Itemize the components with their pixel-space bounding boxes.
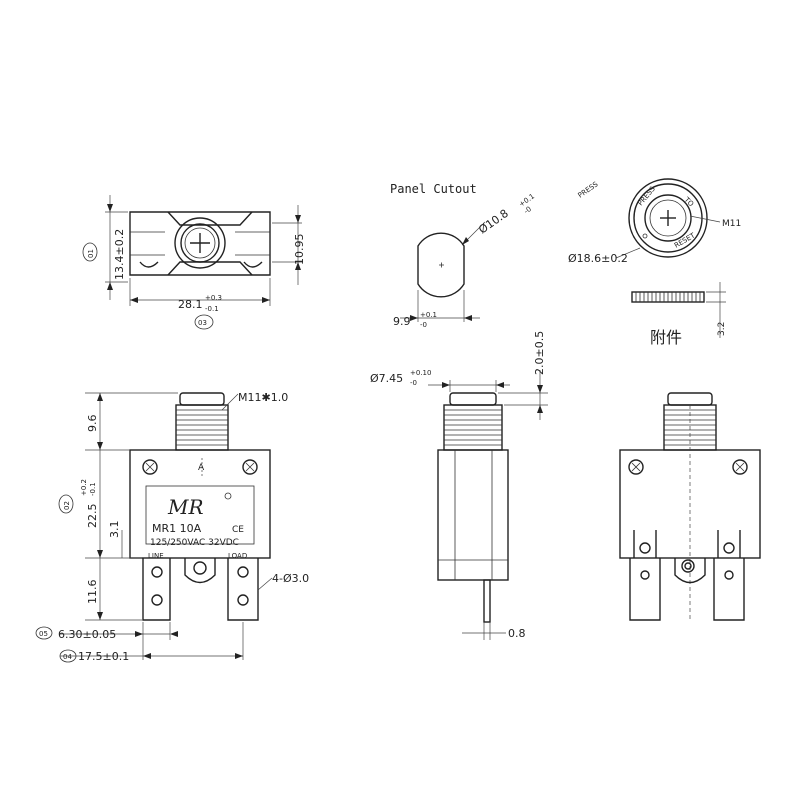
cutout-diameter-text: Ø10.8	[476, 207, 511, 237]
dim-terminal-text: 11.6	[86, 580, 99, 605]
panel-cutout-title: Panel Cutout	[390, 182, 477, 196]
svg-text:05: 05	[39, 630, 48, 638]
svg-text:-0: -0	[523, 205, 533, 216]
button-diameter-text: Ø7.45	[370, 372, 403, 385]
ce-mark: CE	[232, 525, 244, 535]
svg-text:01: 01	[87, 249, 95, 258]
svg-text:02: 02	[63, 501, 71, 510]
svg-text:+0.3: +0.3	[205, 294, 222, 302]
nut-thickness-text: 3.2	[717, 322, 727, 336]
svg-text:TO: TO	[682, 195, 696, 209]
press-label: PRESS	[577, 180, 600, 200]
dim-terminal-width-text: 6.30±0.05	[58, 628, 116, 641]
nut-diameter-text: Ø18.6±0.2	[568, 252, 628, 265]
svg-text:+0.2: +0.2	[80, 479, 88, 496]
svg-text:PRESS: PRESS	[636, 185, 657, 208]
svg-text:-0.1: -0.1	[89, 482, 97, 496]
side-view: Ø7.45 +0.10 -0 2.0±0.5 0.8	[370, 331, 548, 640]
dim-mid-text: 3.1	[108, 521, 121, 539]
marker-01: 01	[82, 242, 98, 262]
dim-height-main-text: 22.5	[86, 504, 99, 529]
panel-cutout: Panel Cutout Ø10.8 +0.1 -0 9.9 +0.1 -0	[390, 182, 536, 329]
nut-thread-text: M11	[722, 219, 741, 229]
svg-text:+0.1: +0.1	[420, 311, 437, 319]
accessory: PRESS PRESS TO RESET M11 Ø18.6±0.2 3.2 附…	[568, 178, 741, 347]
dim-top-text: 9.6	[86, 415, 99, 433]
button-travel-text: 2.0±0.5	[533, 331, 546, 375]
dim-height-text: 13.4±0.2	[113, 229, 126, 280]
marker-04: 04	[59, 649, 77, 663]
marker-05: 05	[35, 626, 53, 640]
line-label: LINE	[148, 552, 164, 560]
terminal-thickness-text: 0.8	[508, 627, 526, 640]
dim-body-text: 10.95	[293, 234, 306, 266]
thread-label: M11✱1.0	[238, 391, 288, 404]
svg-text:03: 03	[198, 319, 207, 327]
model-text: MR1 10A	[152, 522, 202, 535]
marker-02: 02	[58, 494, 74, 514]
dim-width-text: 28.1	[178, 298, 203, 311]
dim-pitch-text: 17.5±0.1	[78, 650, 129, 663]
load-label: LOAD	[228, 552, 247, 560]
svg-text:+0.10: +0.10	[410, 369, 431, 377]
accessory-caption: 附件	[650, 328, 682, 347]
logo-text: MR	[167, 495, 204, 519]
svg-text:-0: -0	[410, 379, 417, 387]
top-view: 13.4±0.2 01 10.95 28.1 +0.3 -0.1 03	[82, 195, 306, 330]
svg-text:-0: -0	[420, 321, 427, 329]
cutout-flat-text: 9.9	[393, 315, 411, 328]
svg-text:04: 04	[63, 653, 72, 661]
rear-view	[619, 392, 761, 621]
marker-03: 03	[194, 314, 214, 330]
svg-text:A: A	[198, 463, 205, 473]
svg-text:-0.1: -0.1	[205, 305, 219, 313]
front-view: A MR MR1 10A CE 125/250VAC 32VDC LINE LO…	[35, 391, 309, 663]
hole-label: 4-Ø3.0	[272, 572, 309, 585]
rating-text: 125/250VAC 32VDC	[150, 538, 239, 548]
